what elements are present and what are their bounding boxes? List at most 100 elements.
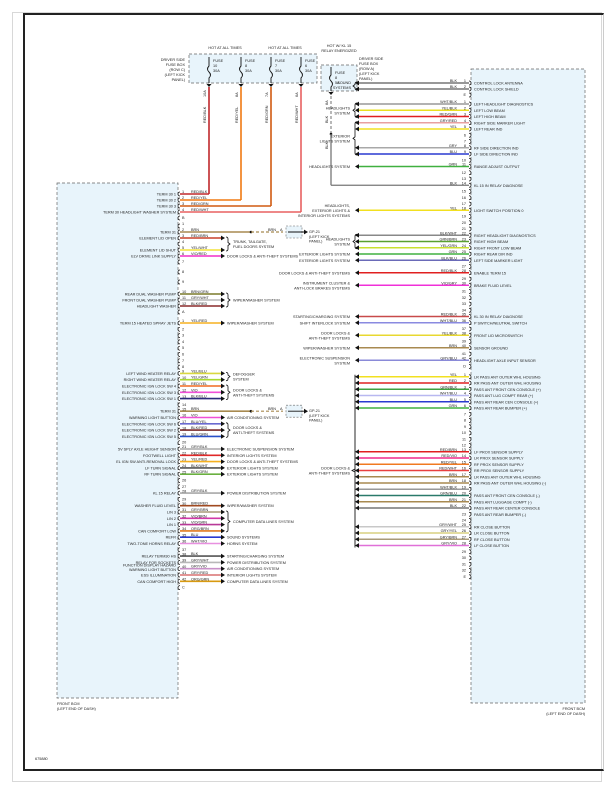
pin-number: 34 [182,527,186,531]
wire-label: GRY/BLK [191,489,208,493]
pin-number: 31 [182,508,186,512]
pin-number: 23 [182,458,186,462]
wire-label: BRN [191,407,199,411]
pin-number: 3 [464,113,466,117]
fuse-wire-label: RED/BLK [203,106,207,123]
pin-function-label: WARNING LIGHT BUTTON [129,568,176,572]
connector-pin-icon [468,307,472,313]
fuse-wire-label: RED/WHT [295,105,299,123]
wire-label: GRN [449,163,458,167]
connector-pin-icon [177,215,181,221]
wire-label: VIO [191,388,198,392]
pin-function-label: PASS ANT LUGGAGE COMPT (-) [474,500,532,504]
pin-number: 9 [182,280,184,284]
pin-number: 19 [182,433,186,437]
pin-function-label: ELV DRIVE LINK SUPPLY [131,255,176,259]
pin-function-label: FRONT DUAL WASHER PUMP [122,299,176,303]
pin-function-label: LIN 1 [167,523,176,527]
pin-number: 21 [462,498,466,502]
fuse-box-kl15 [320,64,358,92]
connector-pin-icon [468,449,472,455]
connector-pin-icon [177,541,181,546]
connector-pin-icon [468,257,472,263]
wire-label: RED/YEL [441,460,457,464]
arrow-right-icon [221,566,225,572]
wire-label: RED/BRN [440,448,457,452]
pin-number: 41 [462,352,466,356]
wire-label: WHT/BLK [440,100,457,104]
pin-function-label: PASS ANT FRONT CEN CONSOLE (+) [474,388,542,392]
pin-function-label: RIGHT SIDE MARKER LIGHT [474,121,526,125]
pin-number: 17 [182,420,186,424]
wire-label: GRY/BLK [191,445,208,449]
wire-label: GRY/BLU [440,356,457,360]
fuse-label: FUSE [305,59,316,63]
pin-number: 10 [462,158,466,162]
arrow-right-icon [221,235,225,241]
connector-pin-icon [468,345,472,351]
wire-label: RED/YEL [191,196,207,200]
diagram-frame [23,13,604,771]
pin-function-label: RF CLOSE BUTTON [474,538,510,542]
pin-function-label: LF CLOSE BUTTON [474,544,509,548]
fuse-wire-label: RED/GRN [265,105,269,123]
pin-function-label: RANGE ADJUST OUTPUT [474,165,520,169]
connector-pin-icon [177,383,181,389]
wire-label: GRN [449,250,458,254]
connector-pin-icon [177,503,181,509]
pin-function-label: EL IGN SW ANTI-REMOVAL LOCK [116,460,176,464]
fuse-icon [207,57,211,83]
pin-number: 1 [182,222,184,226]
connector-letter: D [463,365,466,369]
fuse-number: 8 [335,76,337,80]
fuse-pin-label: 8A [235,92,239,97]
connector-pin-icon [468,351,472,357]
connector-pin-icon [468,107,472,113]
pin-function-label: WARNING LIGHT BUTTON [129,416,176,420]
connector-pin-icon [468,555,472,561]
connector-letter: E [463,575,466,579]
pin-function-label: SENSOR GROUND [474,346,508,350]
pin-number: 15 [462,190,466,194]
pin-number: 4 [182,340,184,344]
pin-number: 40 [182,565,186,569]
fuse-terminal-icon [268,84,274,87]
arrow-left-icon [355,126,359,132]
wire-label: BLU/GRN [191,432,208,436]
pin-number: 1 [464,79,466,83]
pin-number: 4 [182,208,184,212]
connector-pin-icon [468,314,472,319]
pin-number: 5 [464,398,466,402]
connector-pin-icon [468,326,472,332]
brace-tip-icon [351,468,356,473]
arrow-left-icon [355,345,359,351]
pin-number: 25 [462,250,466,254]
wire-label: GRN/BLU [440,492,457,496]
arrow-left-icon [355,530,359,536]
pin-number: 39 [462,340,466,344]
module-location: (LEFT END OF DASH) [546,712,585,716]
pin-function-label: LIN 2 [167,517,176,521]
arrow-right-icon [221,503,225,509]
fuse-number: 7 [275,64,277,68]
connector-pin-icon [177,578,181,584]
pin-function-label: BRAKE FLUID LEVEL [474,284,512,288]
wire-label: YEL [450,206,457,210]
pin-number: 15 [182,407,186,411]
destination-system-label: AIR CONDITIONING SYSTEM [227,567,279,571]
connector-pin-icon [468,245,472,251]
connector-pin-icon [468,214,472,219]
fuse-rating: 30A [275,69,282,73]
pin-number: 5 [464,125,466,129]
connector-pin-icon [177,515,181,521]
pin-number: 9 [464,150,466,154]
arrow-right-icon [221,303,225,309]
wire-label: RED/BLK [441,269,458,273]
connector-pin-icon [177,326,181,332]
arrow-right-icon [221,528,225,534]
arrow-right-icon [221,452,225,458]
wire-label: BLK [325,115,329,123]
connector-letter: A [280,228,283,232]
connector-pin-icon [468,443,472,448]
source-system-label: ANTI-THEFT SYSTEMS [309,336,351,340]
